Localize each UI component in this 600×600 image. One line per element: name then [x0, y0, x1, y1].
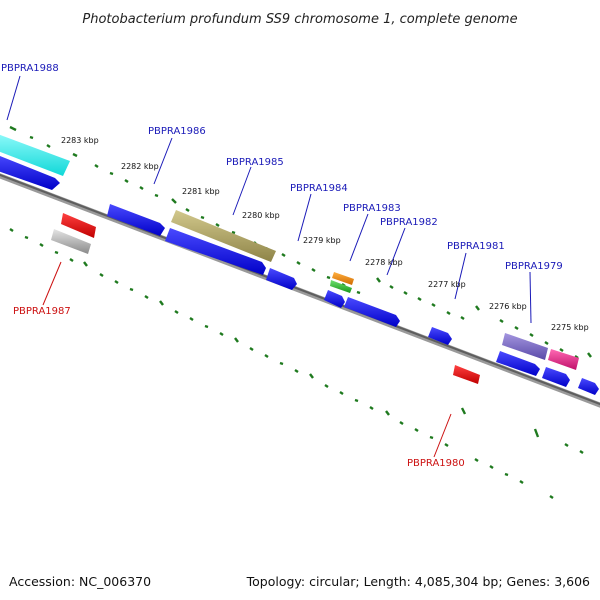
gene-forward-4[interactable]	[266, 268, 297, 290]
gene-forward-7[interactable]	[428, 327, 452, 345]
gene-forward-1[interactable]	[0, 154, 60, 190]
gene-label-pbpra1983[interactable]: PBPRA1983	[343, 203, 401, 214]
tick-label: 2277 kbp	[428, 280, 466, 289]
gene-pbpra1985-olive[interactable]	[171, 210, 276, 262]
gene-forward-3[interactable]	[165, 228, 266, 275]
tick-label: 2276 kbp	[489, 302, 527, 311]
gene-label-pbpra1984[interactable]: PBPRA1984	[290, 183, 348, 194]
lower-tick-track	[9, 228, 584, 499]
tick-label: 2278 kbp	[365, 258, 403, 267]
gene-label-pbpra1980[interactable]: PBPRA1980	[407, 458, 465, 469]
gene-label-pbpra1986[interactable]: PBPRA1986	[148, 126, 206, 137]
map-title: Photobacterium profundum SS9 chromosome …	[82, 12, 517, 27]
gene-pbpra1988-cyan[interactable]	[0, 133, 70, 176]
gene-label-pbpra1987[interactable]: PBPRA1987	[13, 306, 71, 317]
gene-label-pbpra1985[interactable]: PBPRA1985	[226, 157, 284, 168]
gene-features	[0, 133, 599, 395]
tick-label: 2280 kbp	[242, 211, 280, 220]
gene-forward-10[interactable]	[578, 378, 599, 395]
tick-label: 2281 kbp	[182, 187, 220, 196]
tick-label: 2283 kbp	[61, 136, 99, 145]
genome-axis	[0, 173, 600, 408]
gene-forward-9[interactable]	[542, 367, 570, 387]
gene-labels: PBPRA1988 PBPRA1986 PBPRA1985 PBPRA1984 …	[1, 63, 563, 469]
gene-label-pbpra1982[interactable]: PBPRA1982	[380, 217, 438, 228]
gene-pbpra1987-gray[interactable]	[51, 229, 91, 254]
tick-label: 2282 kbp	[121, 162, 159, 171]
gene-forward-2[interactable]	[107, 204, 165, 236]
gene-pink[interactable]	[548, 349, 579, 370]
gene-pbpra1983-green[interactable]	[330, 280, 352, 293]
upper-tick-track	[9, 125, 592, 359]
gene-pbpra1980-red[interactable]	[453, 365, 480, 384]
gene-pbpra1987-red[interactable]	[61, 213, 96, 238]
gene-label-pbpra1979[interactable]: PBPRA1979	[505, 261, 563, 272]
gene-forward-8[interactable]	[496, 351, 540, 376]
gene-pbpra1983-orange[interactable]	[332, 272, 354, 285]
kbp-labels: 2283 kbp 2282 kbp 2281 kbp 2280 kbp 2279…	[61, 136, 589, 332]
label-connectors	[6, 75, 532, 458]
gene-label-pbpra1981[interactable]: PBPRA1981	[447, 241, 505, 252]
genome-info-text: Topology: circular; Length: 4,085,304 bp…	[246, 574, 590, 589]
tick-label: 2275 kbp	[551, 323, 589, 332]
tick-label: 2279 kbp	[303, 236, 341, 245]
accession-text: Accession: NC_006370	[9, 574, 151, 589]
gene-label-pbpra1988[interactable]: PBPRA1988	[1, 63, 59, 74]
gene-forward-6[interactable]	[344, 297, 400, 327]
gene-forward-5[interactable]	[324, 290, 345, 308]
gene-pbpra1979-purple[interactable]	[502, 333, 548, 360]
